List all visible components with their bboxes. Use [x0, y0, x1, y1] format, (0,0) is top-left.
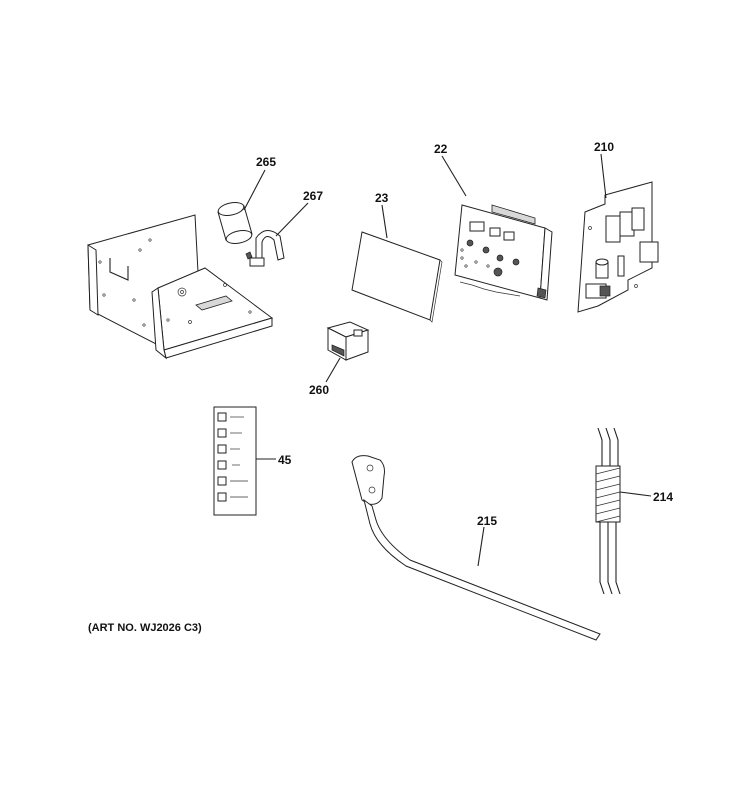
callout-23: 23	[375, 191, 389, 205]
circuit-board-part	[577, 181, 659, 313]
wire-harness-part	[595, 427, 621, 595]
leader-lines	[243, 153, 652, 567]
control-box-bracket	[87, 214, 274, 360]
capacitor-strap-part	[245, 230, 285, 267]
callout-267: 267	[303, 189, 323, 203]
callout-210: 210	[594, 140, 614, 154]
callout-215: 215	[477, 514, 497, 528]
callout-214: 214	[653, 490, 673, 504]
keypad-membrane-part	[213, 406, 257, 516]
keypad-buttons	[217, 412, 227, 502]
harness-wrap	[595, 467, 621, 523]
art-number: (ART NO. WJ2026 C3)	[88, 622, 202, 634]
control-panel-part	[454, 204, 553, 301]
capacitor-part	[217, 202, 253, 244]
thermistor-part	[351, 455, 601, 641]
callout-22: 22	[434, 142, 448, 156]
callout-labels: 265 267 23 22 210 260 45 215 214	[256, 140, 673, 528]
callout-265: 265	[256, 155, 276, 169]
callout-45: 45	[278, 453, 292, 467]
relay-part	[326, 321, 370, 361]
insulator-pad-part	[351, 231, 443, 323]
callout-260: 260	[309, 383, 329, 397]
